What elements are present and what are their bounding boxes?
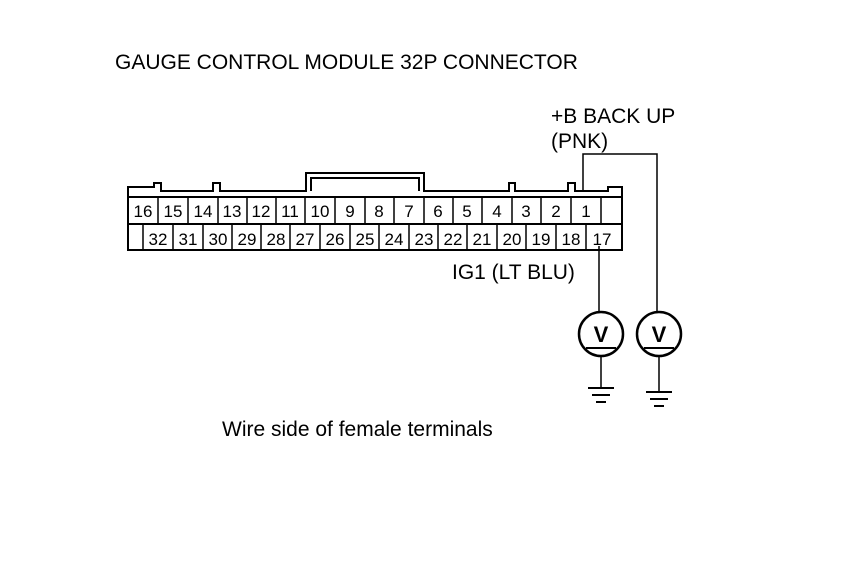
pin-32: 32	[149, 230, 168, 249]
backup-label-line2: (PNK)	[551, 130, 608, 153]
connector-housing	[127, 172, 623, 251]
pin-14: 14	[194, 202, 213, 221]
probe-wires	[582, 153, 658, 312]
backup-label-line1: +B BACK UP	[551, 105, 675, 128]
pin-19: 19	[532, 230, 551, 249]
pin-2: 2	[551, 202, 560, 221]
pin-28: 28	[267, 230, 286, 249]
voltmeter-backup: V	[635, 310, 683, 392]
pin-4: 4	[492, 202, 501, 221]
pin-11: 11	[281, 202, 299, 221]
pin-5: 5	[462, 202, 471, 221]
pin-21: 21	[473, 230, 492, 249]
backup-wire	[582, 153, 658, 312]
voltmeter-backup-symbol: V	[652, 322, 667, 347]
pin-24: 24	[385, 230, 404, 249]
pin-10: 10	[311, 202, 330, 221]
pin-25: 25	[356, 230, 375, 249]
pin-18: 18	[562, 230, 581, 249]
ground-icon	[646, 391, 672, 407]
voltmeter-ig1-symbol: V	[594, 322, 609, 347]
pin-31: 31	[179, 230, 198, 249]
pin-15: 15	[164, 202, 183, 221]
pin-7: 7	[404, 202, 413, 221]
pin-29: 29	[238, 230, 257, 249]
pin-8: 8	[374, 202, 383, 221]
bottom-row-pins: 32 31 30 29 28 27 26 25 24 23 22 21 20 1…	[149, 230, 612, 249]
diagram-title: GAUGE CONTROL MODULE 32P CONNECTOR	[115, 51, 578, 74]
pin-30: 30	[209, 230, 228, 249]
top-row-pins: 16 15 14 13 12 11 10 9 8 7 6 5 4 3 2 1	[134, 202, 591, 221]
pin-20: 20	[503, 230, 522, 249]
pin-16: 16	[134, 202, 153, 221]
pin-cell-dividers	[142, 197, 602, 250]
pin-9: 9	[345, 202, 354, 221]
ground-icon	[588, 387, 614, 403]
pin-26: 26	[326, 230, 345, 249]
pin-1: 1	[581, 202, 590, 221]
pin-13: 13	[223, 202, 242, 221]
pin-23: 23	[415, 230, 434, 249]
pin-27: 27	[296, 230, 315, 249]
pin-3: 3	[521, 202, 530, 221]
ig1-label: IG1 (LT BLU)	[452, 261, 575, 284]
pin-6: 6	[433, 202, 442, 221]
pin-22: 22	[444, 230, 463, 249]
diagram-caption: Wire side of female terminals	[222, 418, 493, 441]
pin-12: 12	[252, 202, 271, 221]
voltmeter-ig1: V	[577, 310, 625, 388]
pin-17: 17	[593, 230, 612, 249]
